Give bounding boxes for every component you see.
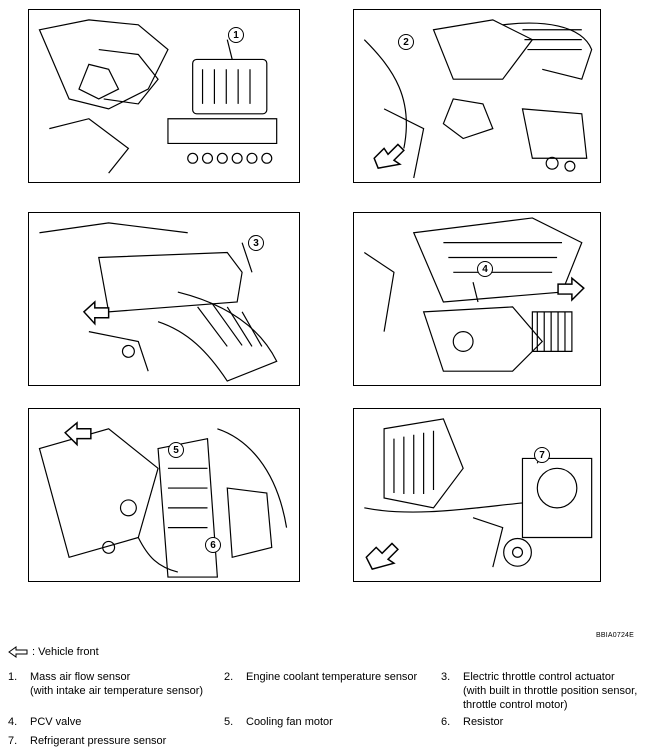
legend-item-7: 7. Refrigerant pressure sensor (8, 735, 167, 747)
legend-item-5: 5. Cooling fan motor (224, 716, 333, 728)
legend-item-4: 4. PCV valve (8, 716, 82, 728)
legend-item-6: 6. Resistor (441, 716, 504, 728)
vehicle-front-legend: : Vehicle front (8, 646, 99, 658)
legend-item-2: 2. Engine coolant temperature sensor (224, 671, 418, 683)
callout-5: 5 (168, 442, 184, 458)
callout-1: 1 (228, 27, 244, 43)
vehicle-front-arrow-icon (64, 421, 92, 447)
diagram-panel-3: 3 (28, 212, 300, 386)
engine-bay-illustration-3 (39, 222, 278, 382)
vehicle-front-label: : Vehicle front (32, 646, 99, 658)
vehicle-front-arrow-icon (373, 143, 405, 169)
diagram-panel-6: 7 (353, 408, 601, 582)
callout-4: 4 (477, 261, 493, 277)
vehicle-front-arrow-icon (557, 276, 585, 302)
callout-7: 7 (534, 447, 550, 463)
diagram-panel-2: 2 (353, 9, 601, 183)
engine-bay-illustration-2 (363, 19, 593, 179)
vehicle-front-arrow-icon (8, 646, 28, 658)
engine-bay-illustration-5 (38, 421, 288, 578)
diagram-panel-1: 1 (28, 9, 300, 183)
vehicle-front-arrow-icon (365, 542, 399, 571)
diagram-panel-4: 4 (353, 212, 601, 386)
engine-bay-illustration-6 (364, 418, 593, 571)
vehicle-front-arrow-icon (82, 300, 110, 326)
diagram-panel-5: 5 6 (28, 408, 300, 582)
figure-code: BBIA0724E (596, 632, 634, 639)
engine-bay-illustration-1 (38, 19, 278, 174)
callout-6: 6 (205, 537, 221, 553)
legend-item-3: 3. Electric throttle control actuator(wi… (441, 671, 638, 711)
engine-bay-illustration-4 (363, 217, 585, 372)
callout-2: 2 (398, 34, 414, 50)
callout-3: 3 (248, 235, 264, 251)
legend-item-1: 1. Mass air flow sensor(with intake air … (8, 671, 204, 697)
